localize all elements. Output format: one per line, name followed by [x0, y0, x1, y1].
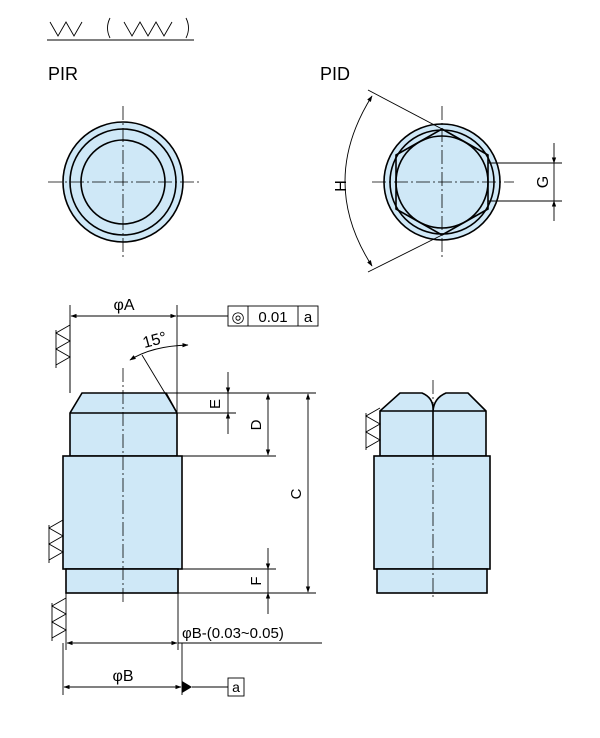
dim-g: G	[535, 176, 552, 188]
surface-finish-symbol-icon	[49, 21, 83, 37]
surface-finish-header	[47, 17, 194, 41]
surface-mark-top-icon	[55, 320, 71, 393]
tolerance-value: 0.01	[258, 309, 287, 326]
dim-phi-b-group	[62, 643, 245, 697]
bracket-left-icon	[107, 17, 111, 39]
side-surface-finish-marks	[48, 320, 71, 641]
dim-e: E	[207, 399, 224, 409]
dim-h: H	[333, 180, 350, 192]
pir-top-view	[48, 106, 200, 258]
dim-phi-b: φB	[112, 668, 133, 685]
dim-c-group	[178, 393, 316, 594]
dim-d-group	[182, 393, 276, 457]
dim-angle: 15°	[141, 329, 169, 352]
surface-finish-fine-symbol-icon	[123, 21, 173, 37]
dim-phi-b-tol: φB-(0.03~0.05)	[182, 625, 284, 642]
dim-c: C	[288, 488, 305, 499]
surface-mark-bottom-icon	[51, 597, 67, 641]
tolerance-symbol: ◎	[231, 309, 244, 326]
tolerance-datum: a	[304, 309, 313, 326]
bracket-right-icon	[185, 17, 189, 39]
dim-phi-b-tol-group	[65, 593, 322, 650]
pid-surface-mark-icon	[365, 407, 381, 450]
datum-label: a	[232, 679, 240, 695]
pir-label: PIR	[48, 64, 78, 84]
dim-phi-a: φA	[113, 297, 134, 314]
dim-angle-group	[129, 342, 189, 414]
dim-e-group	[166, 372, 316, 434]
dim-f: F	[248, 576, 265, 585]
main-side-view	[62, 368, 183, 605]
pid-side-view	[365, 380, 491, 600]
pid-label: PID	[320, 64, 350, 84]
dim-d: D	[248, 419, 265, 430]
dim-f-group	[182, 548, 276, 614]
surface-mark-mid-icon	[48, 519, 64, 563]
tolerance-frame	[227, 305, 319, 327]
pid-top-view	[344, 89, 562, 273]
